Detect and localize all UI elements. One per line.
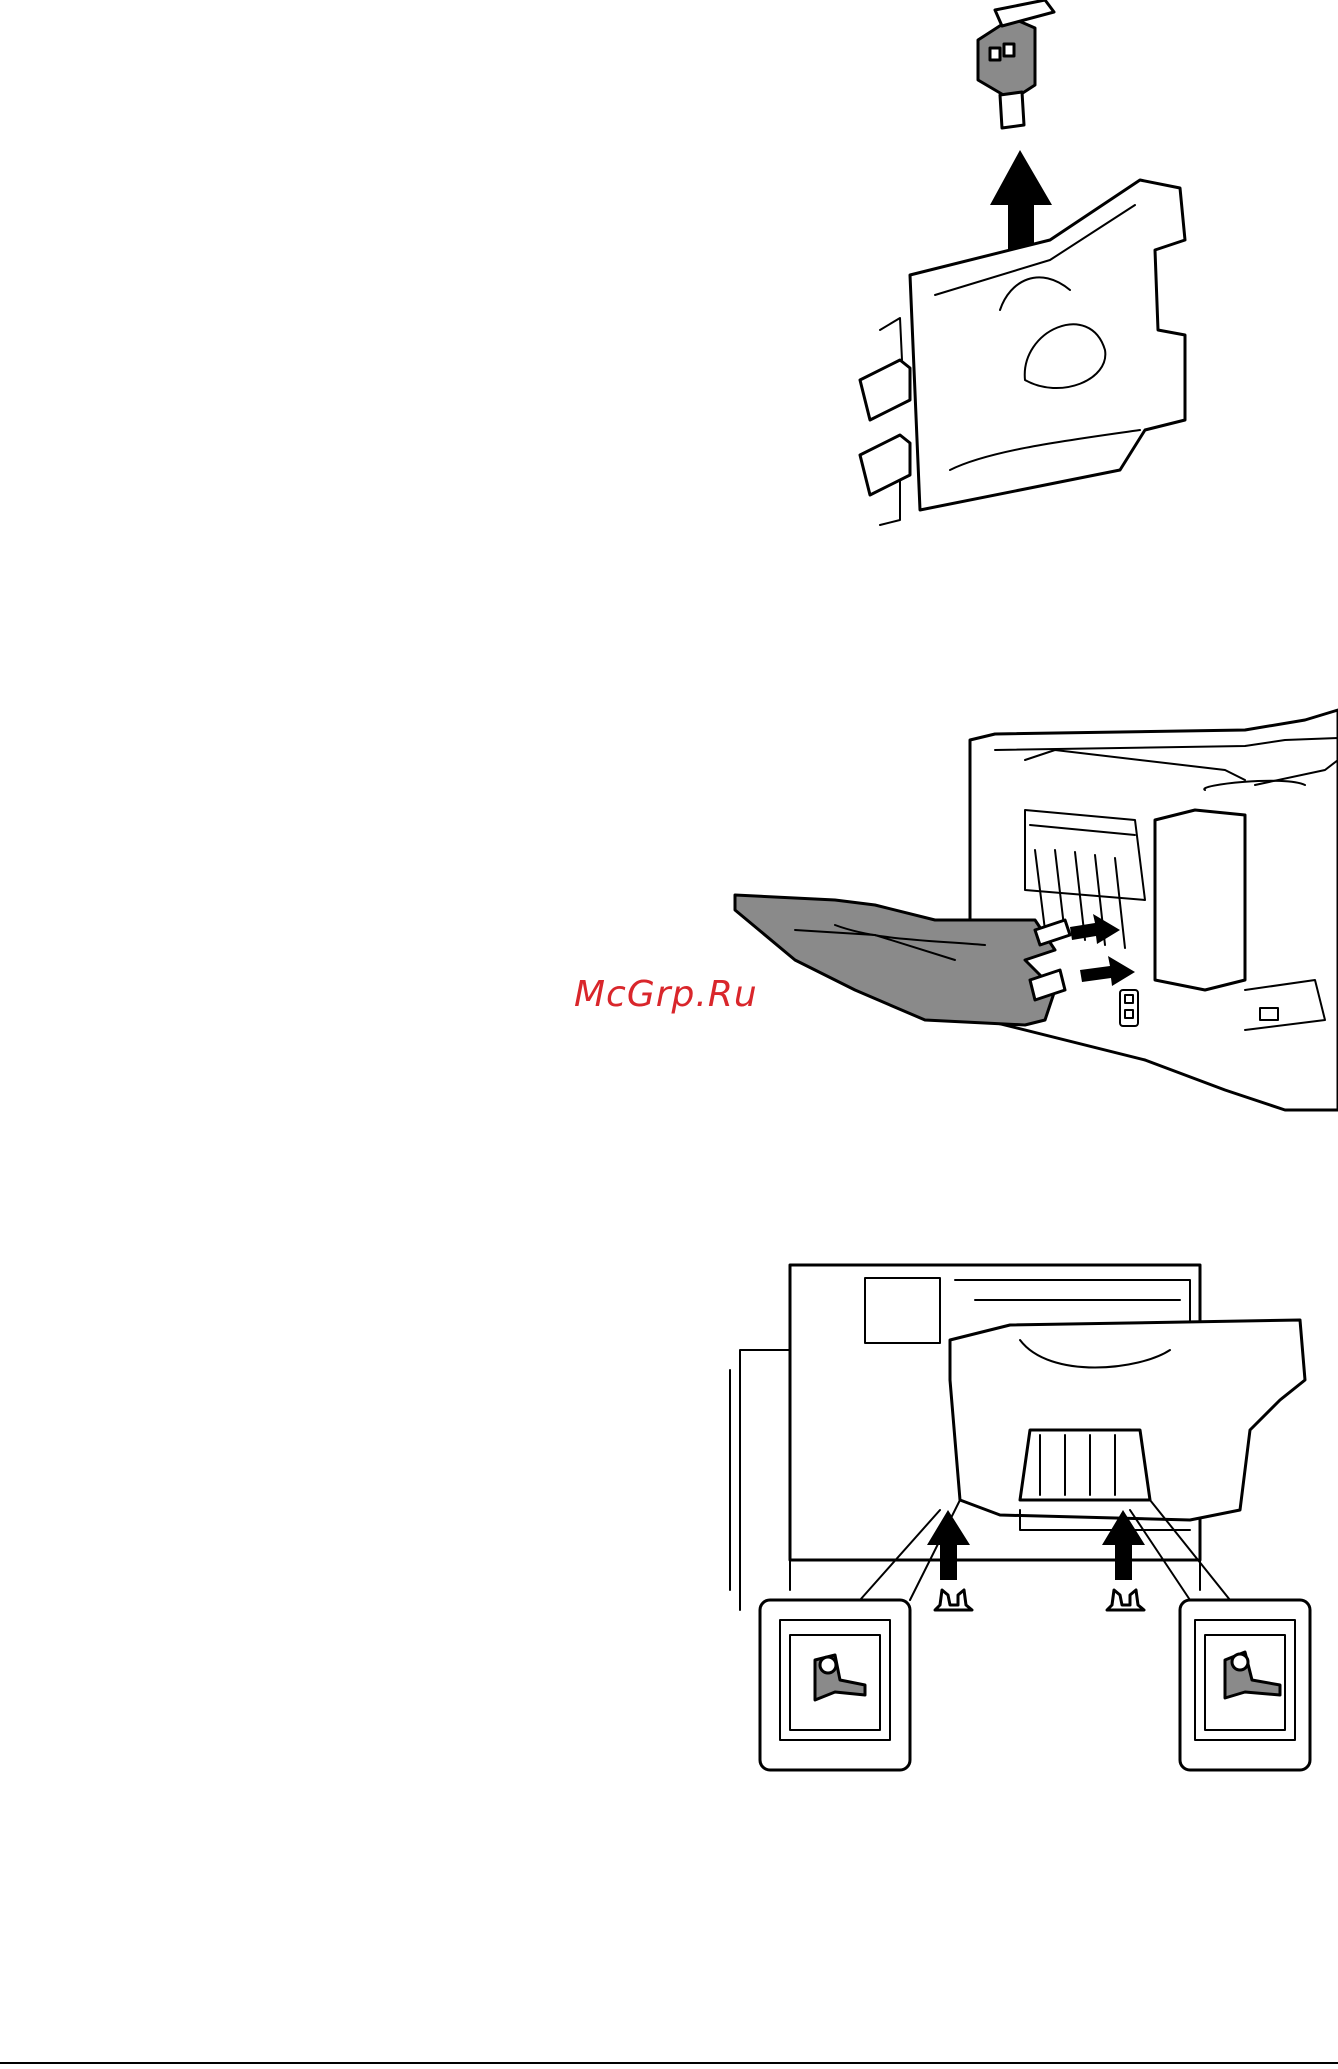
right-callout-icon (1180, 1600, 1310, 1770)
printer-front-icon (730, 1265, 1305, 1610)
pin-icon (935, 1590, 1144, 1610)
taped-clip-icon (978, 0, 1054, 128)
watermark-text: McGrp.Ru (574, 974, 758, 1015)
left-callout-icon (760, 1600, 910, 1770)
pin-installation-illustration (720, 1260, 1320, 1800)
up-arrow-icon (990, 150, 1052, 250)
printer-rear-icon (970, 710, 1338, 1110)
tray-insertion-illustration (725, 690, 1338, 1120)
bracket-removal-illustration (840, 0, 1200, 535)
footer-divider (0, 2062, 1338, 2064)
